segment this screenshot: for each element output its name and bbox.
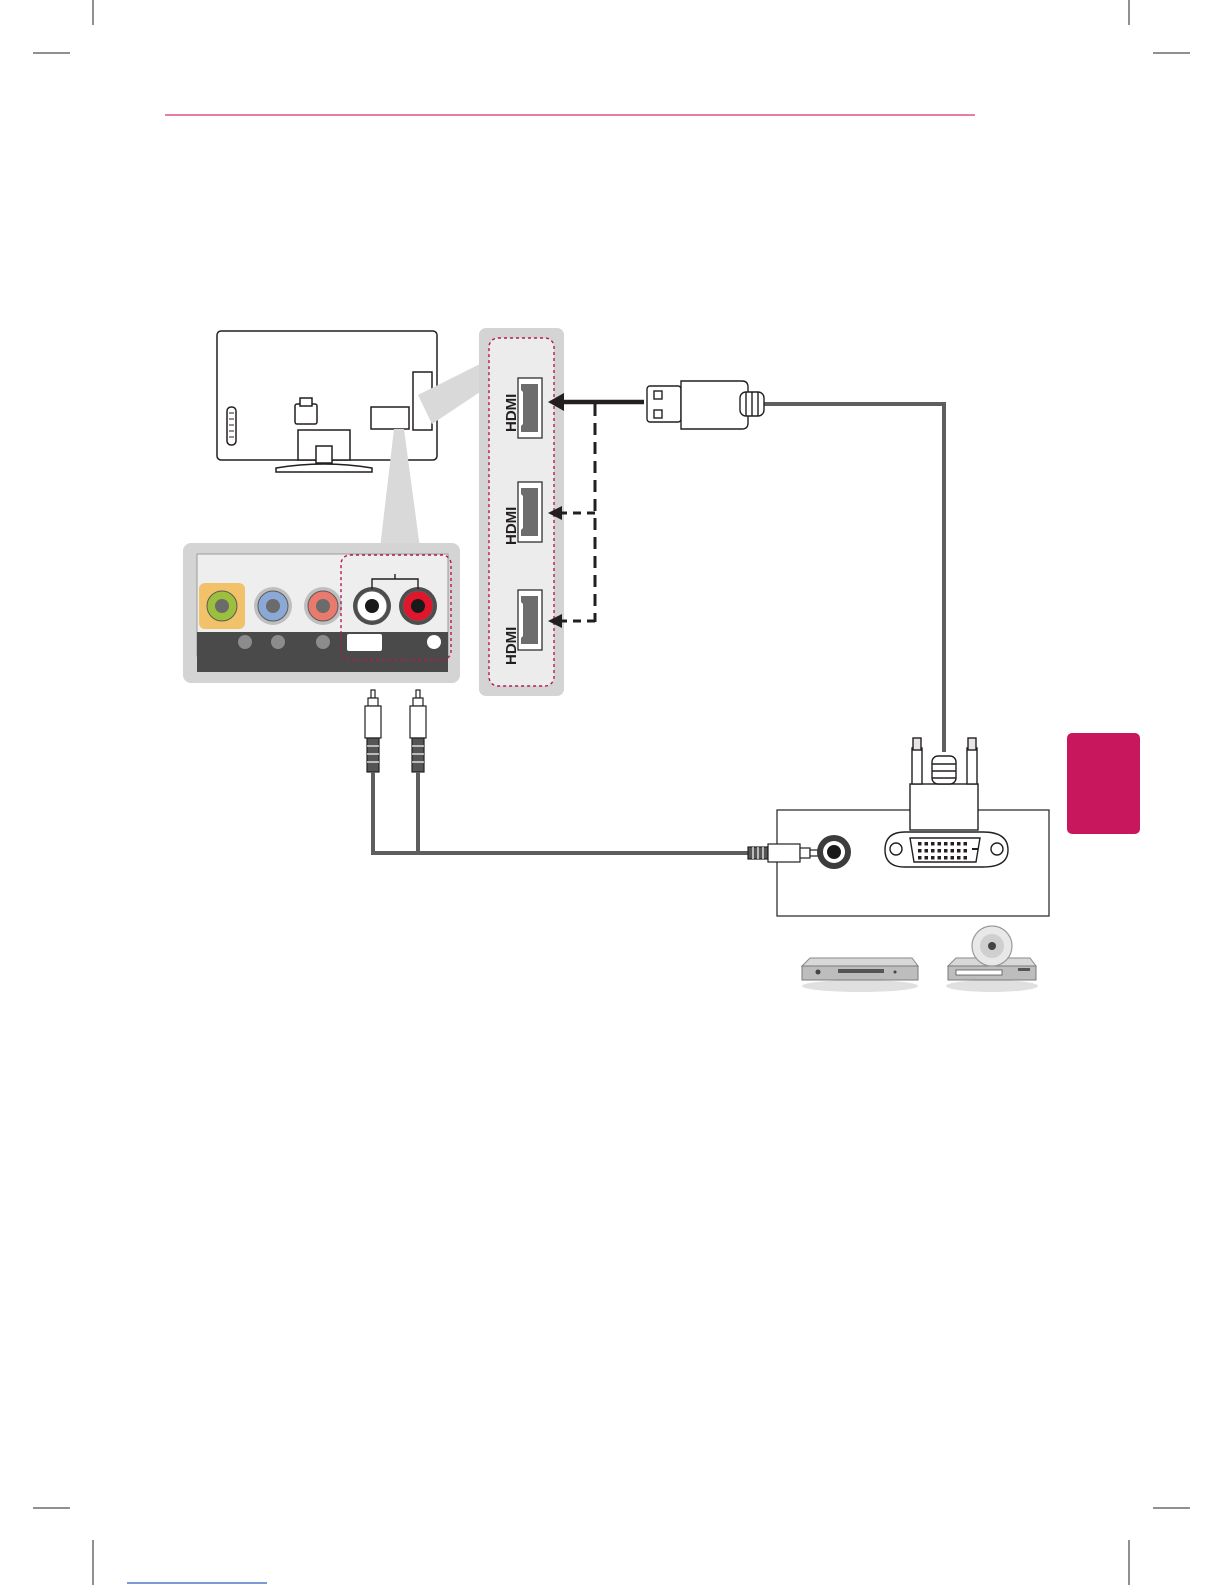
crop-marks <box>33 0 1190 1585</box>
hdmi-port-label: HDMI <box>503 394 520 432</box>
audio-plug-right <box>410 690 426 772</box>
dvi-pin <box>944 849 948 853</box>
av-jack-5[interactable] <box>399 587 437 625</box>
dvi-pin <box>964 842 968 846</box>
dvd-recorder-icon <box>802 958 918 992</box>
dvi-pin <box>918 842 922 846</box>
dvi-pin <box>925 856 929 860</box>
side-tab <box>1067 733 1140 834</box>
audio-plug-left <box>365 690 381 772</box>
dvi-pin <box>944 856 948 860</box>
dvi-pin <box>938 842 942 846</box>
dvi-pin <box>951 856 955 860</box>
dvi-pin <box>964 856 968 860</box>
av-panel <box>183 543 460 683</box>
dvi-pin <box>964 849 968 853</box>
dvi-pin <box>938 856 942 860</box>
dvi-pin <box>931 842 935 846</box>
dvi-pin <box>957 856 961 860</box>
av-jack-4[interactable] <box>353 587 391 625</box>
dvi-pin <box>944 842 948 846</box>
dvi-connector <box>885 738 1008 867</box>
dvi-pin <box>951 849 955 853</box>
av-jack-1[interactable] <box>199 583 245 629</box>
hdmi-port-label: HDMI <box>503 627 520 665</box>
dvi-pin <box>938 849 942 853</box>
hdmi-port-label: HDMI <box>503 507 520 545</box>
dvi-pin <box>918 856 922 860</box>
audio-plugs <box>365 690 426 772</box>
dvd-player-icon <box>946 926 1038 992</box>
hdmi-plug <box>647 381 764 429</box>
av-jack-2[interactable] <box>254 587 292 625</box>
dvi-pin <box>925 842 929 846</box>
dvi-pin-blade <box>972 848 978 850</box>
device-panel <box>748 738 1049 916</box>
av-jack-3[interactable] <box>304 587 342 625</box>
dvi-pin <box>931 856 935 860</box>
dvi-pin <box>957 842 961 846</box>
dvi-pin <box>931 849 935 853</box>
dvi-pin <box>918 849 922 853</box>
dvi-pin <box>957 849 961 853</box>
dvi-pin <box>951 842 955 846</box>
dvi-pin <box>925 849 929 853</box>
